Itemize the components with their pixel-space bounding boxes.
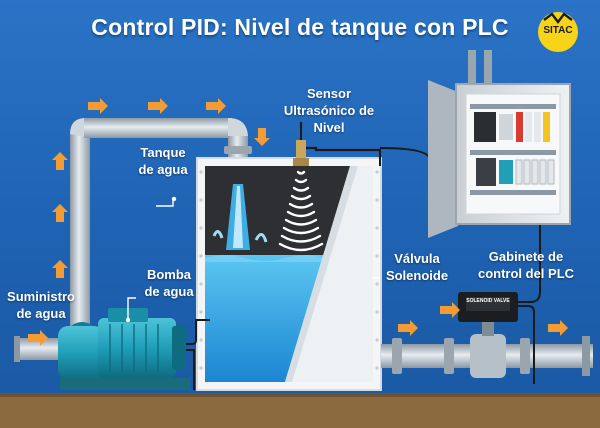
tank-label: Tanque de agua <box>138 145 188 177</box>
valve-cable <box>518 305 535 384</box>
plc-cabinet <box>428 50 571 238</box>
valve-label: Válvula Solenoide <box>385 251 449 283</box>
riser-pipe <box>70 134 90 344</box>
sensor-cable <box>299 122 382 158</box>
ground-strip <box>0 395 600 428</box>
flow-arrows <box>28 98 568 346</box>
top-pipe <box>84 118 232 138</box>
supply-label: Suministro de agua <box>7 289 75 321</box>
sensor-label: Sensor Ultrasónico de Nivel <box>283 86 375 135</box>
ultrasonic-sensor <box>296 140 306 162</box>
valve-plate-text: SOLENOID VALVE <box>466 298 510 304</box>
logo-text: SITAC <box>543 25 573 36</box>
pump-label: Bomba de agua <box>144 267 194 299</box>
ultrasonic-waves <box>278 170 324 252</box>
solenoid-valve <box>458 292 518 378</box>
logo <box>538 12 578 52</box>
pipe-elbow-right <box>228 118 248 138</box>
page-title: Control PID: Nivel de tanque con PLC <box>91 14 509 40</box>
pump-cable <box>186 319 210 345</box>
leader-lines <box>127 200 380 320</box>
cabinet-label: Gabinete de control del PLC <box>477 249 575 281</box>
